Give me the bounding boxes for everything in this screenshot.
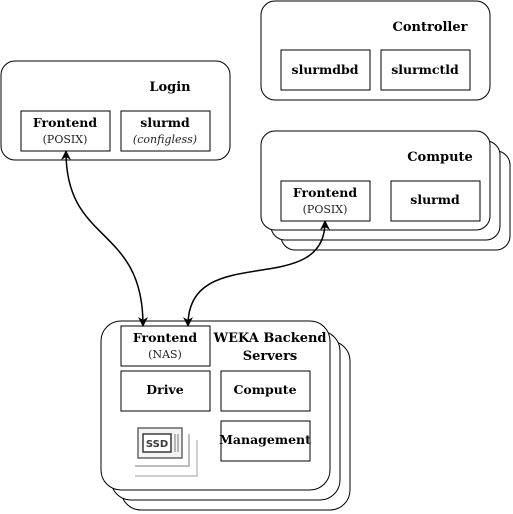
- login-title: Login: [149, 80, 191, 95]
- compute-group: Compute Frontend (POSIX) slurmd: [260, 130, 511, 251]
- ssd-icon: SSD: [135, 427, 198, 477]
- weka-compute-node: Compute: [220, 370, 311, 412]
- weka-frontend-node: Frontend (NAS): [120, 325, 211, 367]
- login-frontend-node: Frontend (POSIX): [20, 110, 111, 152]
- login-slurmd-sub: (configless): [133, 133, 197, 146]
- login-frontend-title: Frontend: [33, 115, 97, 130]
- weka-backend-group: WEKA Backend Servers Frontend (NAS) Driv…: [100, 320, 351, 511]
- weka-frontend-sub: (NAS): [148, 348, 182, 361]
- login-frontend-sub: (POSIX): [43, 133, 88, 146]
- login-group: Login Frontend (POSIX) slurmd (configles…: [0, 60, 231, 161]
- weka-compute-label: Compute: [233, 382, 296, 397]
- slurmdbd-label: slurmdbd: [292, 62, 359, 77]
- compute-slurmd-node: slurmd: [390, 180, 481, 222]
- weka-drive-label: Drive: [146, 382, 183, 397]
- controller-title: Controller: [393, 20, 468, 35]
- slurmctld-label: slurmctld: [391, 62, 459, 77]
- connector-compute-to-weka: [183, 220, 330, 327]
- compute-slurmd-label: slurmd: [410, 192, 460, 207]
- weka-drive-node: Drive: [120, 370, 211, 412]
- login-slurmd-title: slurmd: [140, 115, 190, 130]
- slurmctld-node: slurmctld: [380, 49, 471, 91]
- weka-management-node: Management: [219, 420, 311, 462]
- compute-frontend-node: Frontend (POSIX): [280, 180, 371, 222]
- ssd-icon-label: SSD: [146, 439, 168, 450]
- weka-management-label: Management: [219, 432, 311, 447]
- controller-group: Controller slurmdbd slurmctld: [260, 0, 491, 101]
- weka-title-line2: Servers: [243, 349, 298, 364]
- slurmdbd-node: slurmdbd: [280, 49, 371, 91]
- weka-frontend-title: Frontend: [133, 330, 197, 345]
- compute-title: Compute: [407, 150, 473, 165]
- login-slurmd-node: slurmd (configless): [120, 110, 211, 152]
- compute-frontend-sub: (POSIX): [303, 203, 348, 216]
- connector-login-to-weka: [61, 150, 148, 327]
- compute-frontend-title: Frontend: [293, 185, 357, 200]
- weka-title-line1: WEKA Backend: [212, 331, 326, 346]
